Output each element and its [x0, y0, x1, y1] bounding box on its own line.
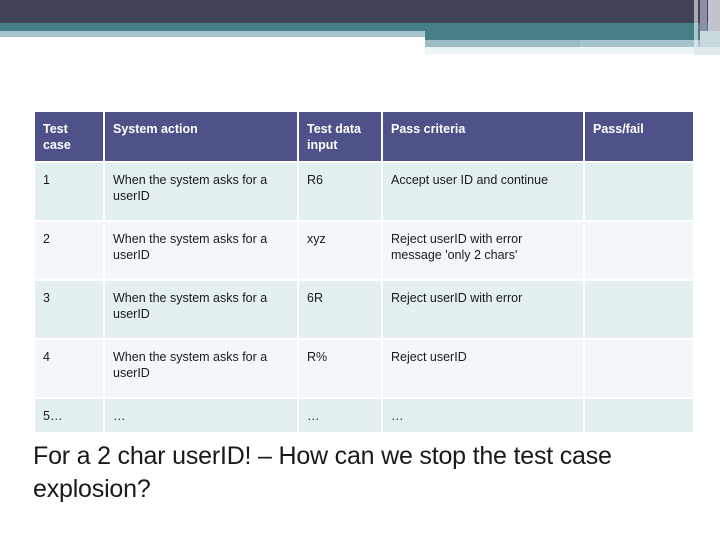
cell-pass-fail[interactable] — [585, 281, 693, 338]
cell-system-action: When the system asks for a userID — [105, 163, 297, 220]
cell-test-data: 6R — [299, 281, 381, 338]
banner-vertical-strip-slate — [700, 0, 707, 31]
table-row: 5… … … … — [35, 399, 693, 433]
cell-pass-criteria: Reject userID with error message 'only 2… — [383, 222, 583, 279]
banner-vertical-strip-white — [694, 0, 698, 47]
cell-test-data: xyz — [299, 222, 381, 279]
banner-band-light — [0, 31, 720, 37]
banner-vertical-strip-pale — [694, 47, 720, 55]
column-header-test-case: Test case — [35, 112, 103, 161]
banner-accent-light-short — [425, 40, 580, 47]
cell-test-case: 3 — [35, 281, 103, 338]
cell-test-case: 5… — [35, 399, 103, 433]
header-banner — [0, 0, 720, 60]
cell-test-case: 1 — [35, 163, 103, 220]
table-header-row: Test case System action Test data input … — [35, 112, 693, 161]
cell-pass-criteria: Reject userID with error — [383, 281, 583, 338]
test-case-table: Test case System action Test data input … — [33, 110, 695, 434]
column-header-pass-criteria: Pass criteria — [383, 112, 583, 161]
banner-accent-teal — [425, 31, 720, 40]
cell-pass-criteria: Reject userID — [383, 340, 583, 397]
cell-pass-fail[interactable] — [585, 163, 693, 220]
cell-system-action: … — [105, 399, 297, 433]
cell-test-data: … — [299, 399, 381, 433]
cell-system-action: When the system asks for a userID — [105, 281, 297, 338]
cell-pass-fail[interactable] — [585, 340, 693, 397]
table-row: 1 When the system asks for a userID R6 A… — [35, 163, 693, 220]
banner-vertical-strip-teal-pale — [700, 31, 720, 47]
column-header-pass-fail: Pass/fail — [585, 112, 693, 161]
cell-pass-fail[interactable] — [585, 399, 693, 433]
banner-band-teal — [0, 23, 720, 31]
banner-accent-pale — [425, 47, 720, 54]
column-header-system-action: System action — [105, 112, 297, 161]
banner-band-dark — [0, 0, 720, 23]
cell-system-action: When the system asks for a userID — [105, 340, 297, 397]
cell-test-data: R% — [299, 340, 381, 397]
slide-caption: For a 2 char userID! – How can we stop t… — [33, 442, 612, 503]
cell-pass-criteria: Accept user ID and continue — [383, 163, 583, 220]
column-header-test-data-input: Test data input — [299, 112, 381, 161]
cell-test-case: 2 — [35, 222, 103, 279]
test-case-table-container: Test case System action Test data input … — [33, 110, 693, 434]
cell-test-case: 4 — [35, 340, 103, 397]
cell-system-action: When the system asks for a userID — [105, 222, 297, 279]
cell-pass-fail[interactable] — [585, 222, 693, 279]
cell-pass-criteria: … — [383, 399, 583, 433]
banner-vertical-strip-gray-wide — [708, 0, 720, 31]
table-row: 2 When the system asks for a userID xyz … — [35, 222, 693, 279]
table-row: 4 When the system asks for a userID R% R… — [35, 340, 693, 397]
table-row: 3 When the system asks for a userID 6R R… — [35, 281, 693, 338]
cell-test-data: R6 — [299, 163, 381, 220]
